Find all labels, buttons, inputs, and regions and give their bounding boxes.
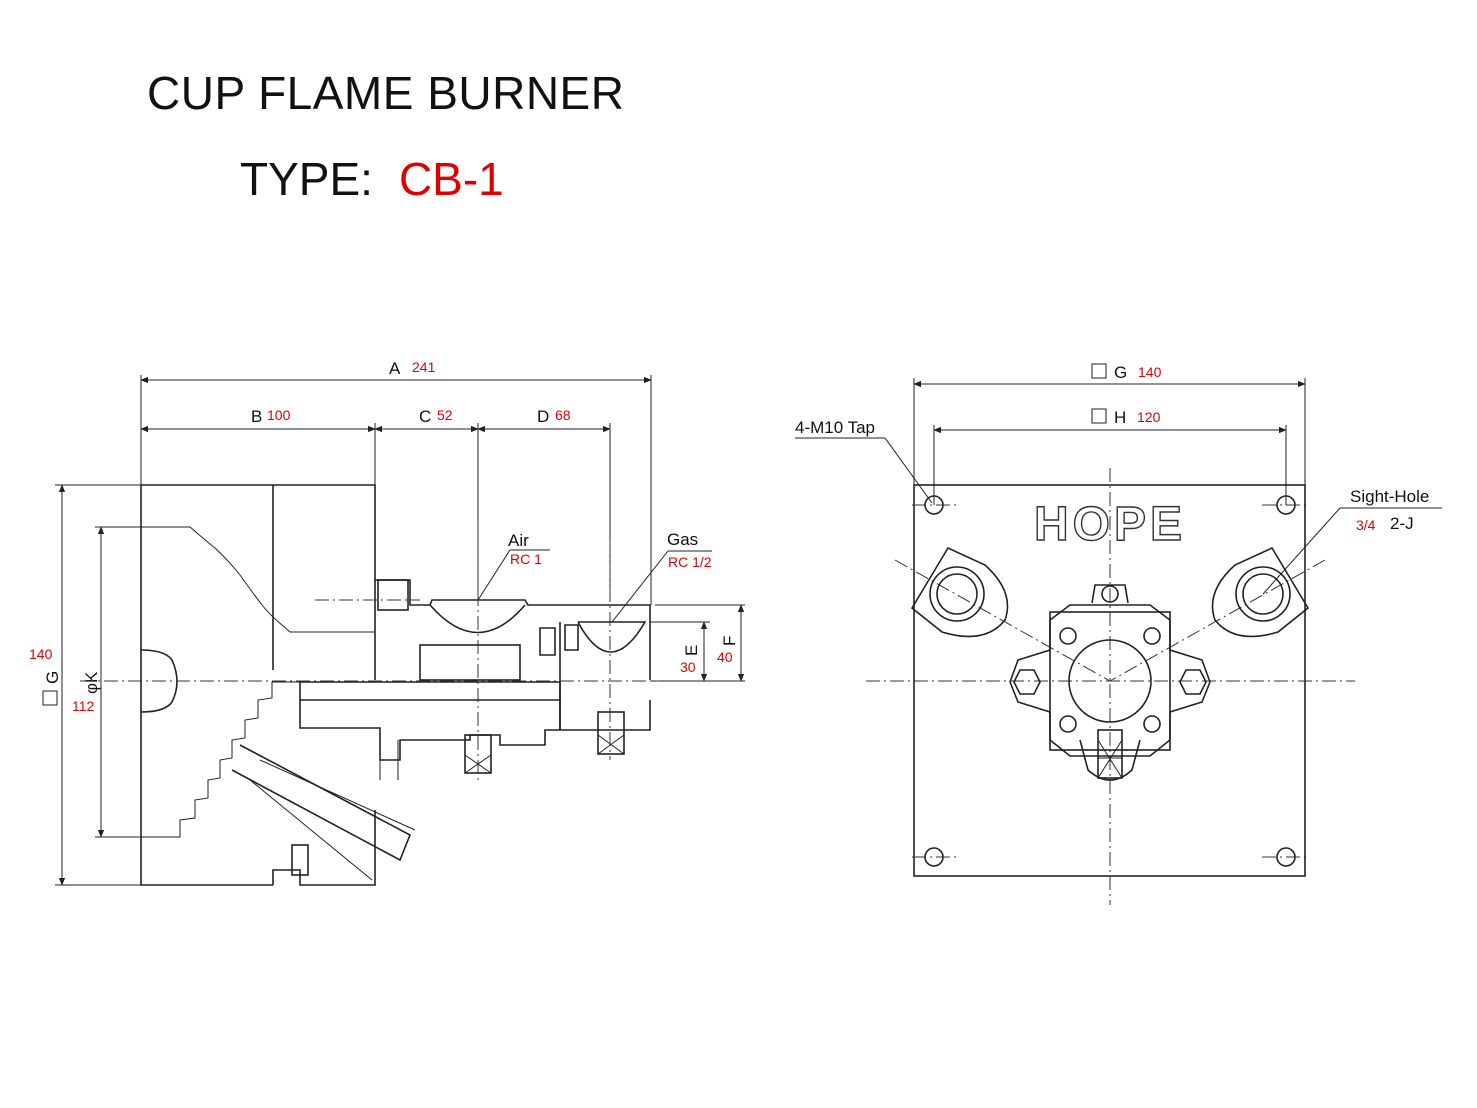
air-thread: RC 1 — [510, 551, 542, 567]
dim-g-label-side: G — [43, 671, 62, 684]
dim-c-label: C — [419, 407, 431, 426]
dim-d-value: 68 — [555, 407, 571, 423]
sight-hole-right — [1211, 546, 1310, 638]
dim-h-value: 120 — [1137, 409, 1161, 425]
sight-hole-size: 3/4 — [1356, 517, 1376, 533]
tap-hole-icon — [912, 847, 960, 867]
front-view: G 140 H 120 HOPE — [795, 363, 1442, 905]
dim-k-value: 112 — [72, 698, 95, 714]
sight-hole-qty: 2-J — [1390, 514, 1414, 533]
dim-c-value: 52 — [437, 407, 453, 423]
dim-f-label: F — [720, 636, 739, 646]
dim-b-label: B — [251, 407, 262, 426]
dim-e-value: 30 — [680, 659, 696, 675]
dim-f-value: 40 — [717, 649, 733, 665]
side-view: A 241 B 100 C 52 D 68 140 G φK 112 E — [29, 359, 745, 886]
square-symbol-icon — [42, 690, 58, 706]
dim-a-value: 241 — [412, 359, 436, 375]
center-fitting — [1009, 584, 1211, 781]
dim-e-label: E — [682, 645, 701, 656]
dim-g-value-side: 140 — [29, 646, 53, 662]
square-symbol-icon — [1091, 363, 1107, 379]
tap-hole-icon — [912, 495, 960, 515]
model-number: CB-1 — [398, 153, 504, 205]
square-symbol-icon — [1091, 408, 1107, 424]
type-label: TYPE: — [240, 153, 373, 205]
sight-hole-label: Sight-Hole — [1350, 487, 1429, 506]
tap-label: 4-M10 Tap — [795, 418, 875, 437]
drawing-title: CUP FLAME BURNER — [147, 67, 625, 119]
dim-k-label: φK — [82, 671, 101, 694]
dim-g-value-front: 140 — [1138, 364, 1162, 380]
tap-hole-icon — [1262, 495, 1310, 515]
hope-logo: HOPE — [1034, 498, 1186, 551]
tap-hole-icon — [1262, 847, 1310, 867]
gas-label: Gas — [667, 530, 698, 549]
type-row: TYPE: CB-1 — [240, 152, 504, 206]
dim-d-label: D — [537, 407, 549, 426]
dim-g-label-front: G — [1114, 363, 1127, 382]
dim-a-label: A — [389, 359, 401, 378]
sight-hole-left — [910, 546, 1009, 638]
dim-h-label: H — [1114, 408, 1126, 427]
dim-b-value: 100 — [267, 407, 291, 423]
air-label: Air — [508, 531, 529, 550]
gas-thread: RC 1/2 — [668, 554, 712, 570]
